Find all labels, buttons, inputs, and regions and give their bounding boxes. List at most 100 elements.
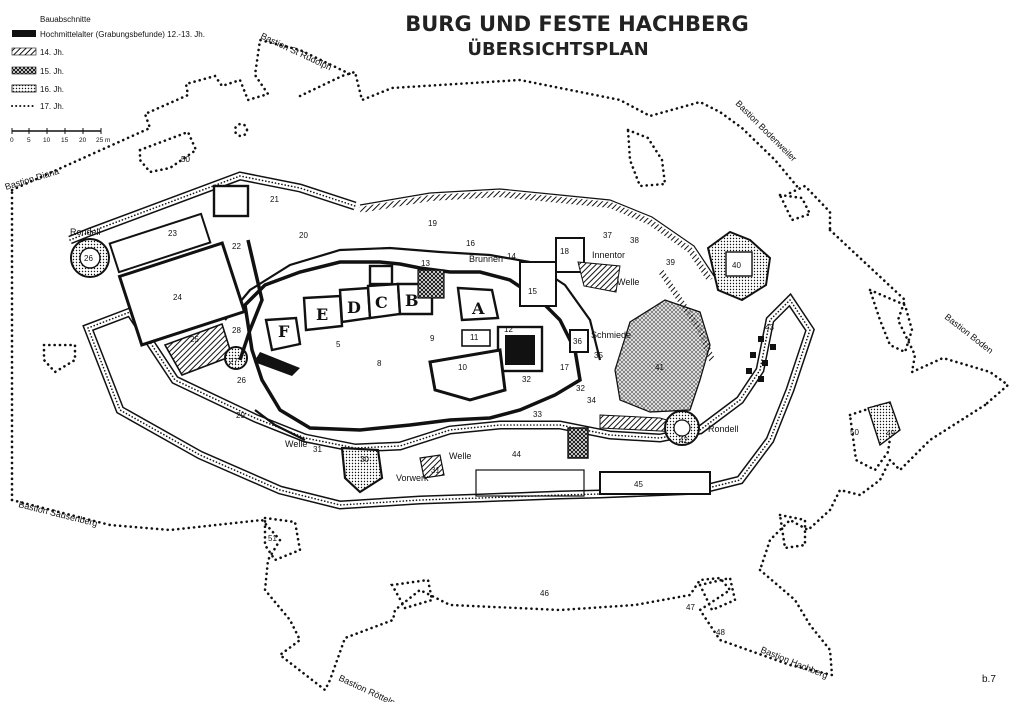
bastion-sausenberg-outline (263, 516, 302, 562)
building-7 (368, 264, 394, 286)
num-15: 15 (528, 287, 537, 296)
legend-swatch-16jh (11, 84, 37, 93)
bridge-gate (567, 427, 589, 459)
legend-item-14jh: 14. Jh. (40, 48, 64, 57)
rondell-west-core (79, 247, 101, 269)
num-35: 35 (594, 351, 603, 360)
north-wall-16jh-dots (69, 175, 356, 241)
bastion-30 (340, 446, 384, 494)
palas-10 (428, 348, 507, 402)
label-bastion-roetteln: Bastion Rötteln (337, 673, 397, 702)
num-44: 44 (512, 450, 521, 459)
num-19: 19 (428, 219, 437, 228)
building-13-block (417, 269, 445, 299)
num-46: 46 (540, 589, 549, 598)
num-39: 39 (666, 258, 675, 267)
num-30: 30 (360, 455, 369, 464)
num-38: 38 (630, 236, 639, 245)
wall-22 (238, 239, 264, 361)
num-28: 28 (232, 326, 241, 335)
legend-swatch-15jh (11, 66, 37, 75)
num-36: 36 (573, 337, 582, 346)
label-A: A (471, 299, 485, 318)
label-E: E (316, 305, 328, 324)
num-32-a: 32 (522, 375, 531, 384)
scale-bar: 0 5 10 15 20 25 m (10, 128, 110, 144)
page-mark: b.7 (982, 674, 996, 685)
num-21: 21 (270, 195, 279, 204)
building-15 (519, 261, 557, 307)
num-9: 9 (430, 334, 435, 343)
bastion-tower-ring (233, 122, 249, 138)
num-41: 41 (655, 363, 664, 372)
legend-heading: Bauabschnitte (40, 15, 91, 24)
outer-wall-16jh-dots (86, 298, 811, 506)
num-13: 13 (421, 259, 430, 268)
label-bastion-hachberg: Bastion Hachberg (759, 645, 829, 681)
num-27: 27 (229, 357, 238, 366)
building-F (264, 316, 302, 352)
north-wall-16jh-inner (68, 172, 356, 243)
building-21 (212, 184, 250, 218)
scale-tick-0: 0 (10, 137, 14, 144)
inner-ring-wall-outer (224, 246, 602, 441)
label-bastion-bodenweiler: Bastion Bodenweiler (734, 98, 799, 163)
bastion-se-outline (777, 193, 812, 222)
label-innentor: Innentor (592, 250, 625, 260)
building-11 (461, 329, 491, 347)
label-bastion-st-rudolph: Bastion St Rudolph (259, 31, 333, 73)
num-16: 16 (466, 239, 475, 248)
label-rondell-west: Rondell (70, 227, 101, 237)
scale-tick-15: 15 (61, 137, 69, 144)
label-F: F (278, 322, 290, 341)
letter-labels: A B C D E F (278, 291, 485, 341)
num-8: 8 (377, 359, 382, 368)
map-title: BURG UND FESTE HACHBERG (405, 12, 749, 36)
bastion-hachberg-outline (698, 576, 737, 612)
num-43: 43 (765, 323, 774, 332)
bastion-w-outline (42, 343, 77, 374)
bastion-roetteln-outline (389, 578, 434, 610)
num-34: 34 (587, 396, 596, 405)
building-23 (108, 212, 212, 274)
south-outworks (340, 261, 711, 497)
legend-swatch-14jh (11, 47, 37, 56)
legend-item-16jh: 16. Jh. (40, 85, 64, 94)
scale-tick-5: 5 (27, 137, 31, 144)
rock-garden-41 (614, 299, 711, 413)
scale-tick-25: 25 m (96, 137, 110, 144)
label-bastion-diana: Bastion Diana (4, 166, 61, 192)
num-48: 48 (716, 628, 725, 637)
bastion-49 (867, 401, 901, 447)
num-50-nw: 50 (181, 155, 190, 164)
num-31-a: 31 (313, 445, 322, 454)
west-buildings (70, 184, 300, 376)
label-B: B (405, 291, 419, 310)
num-25: 25 (190, 335, 199, 344)
num-47: 47 (686, 603, 695, 612)
num-14: 14 (507, 252, 516, 261)
gate-stairs-28 (254, 352, 300, 376)
num-49: 49 (886, 429, 895, 438)
bergfried-solid (505, 335, 535, 365)
scale-tick-10: 10 (43, 137, 51, 144)
label-welle-s2: Welle (449, 451, 471, 461)
num-22: 22 (232, 242, 241, 251)
building-45 (599, 471, 711, 495)
bastion-st-rudolph-outline (138, 130, 198, 174)
label-C: C (375, 293, 388, 312)
welle-ramp (577, 261, 621, 293)
label-bastion-sausenberg: Bastion Sausenberg (18, 499, 99, 528)
label-vorwerk: Vorwerk (396, 473, 429, 483)
num-11: 11 (470, 333, 479, 342)
num-33: 33 (533, 410, 542, 419)
inner-buildings (264, 237, 589, 402)
legend-swatch-solid (12, 30, 36, 37)
north-wall-14jh-edge (359, 188, 715, 277)
num-26-south: 26 (237, 376, 246, 385)
label-bastion-boden: Bastion Boden (943, 312, 995, 356)
casemates-43 (746, 336, 776, 382)
north-wall-14jh (359, 190, 713, 282)
num-40: 40 (732, 261, 741, 270)
num-32-b: 32 (576, 384, 585, 393)
